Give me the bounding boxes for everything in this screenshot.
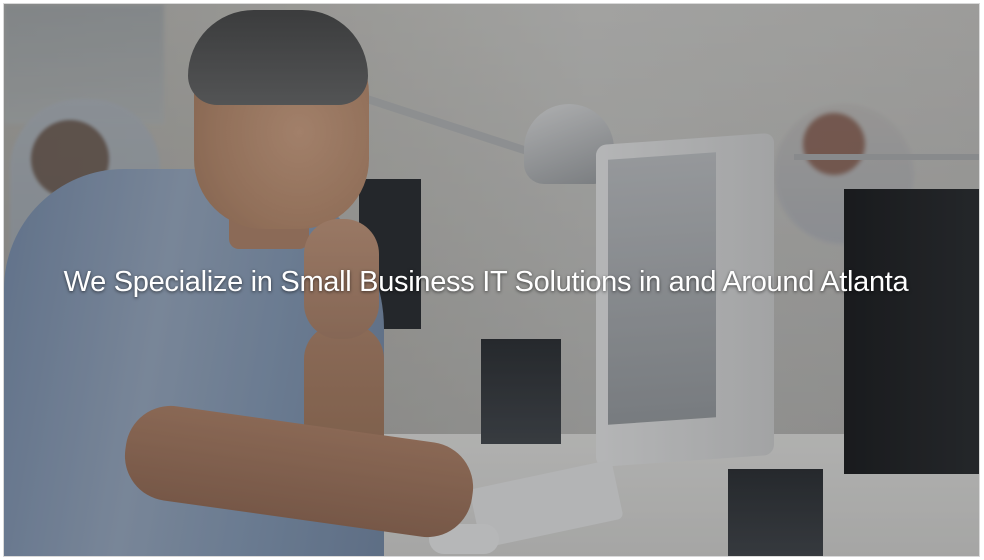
man-hair xyxy=(188,10,368,105)
hero-headline: We Specialize in Small Business IT Solut… xyxy=(63,266,909,298)
pen-holder-right xyxy=(728,469,823,556)
man-hand-on-chin xyxy=(304,219,379,339)
hero-background-photo xyxy=(4,4,979,556)
dark-monitor-right xyxy=(844,189,979,474)
pen-holder-left xyxy=(481,339,561,444)
desk-lamp-arm-right xyxy=(794,154,979,160)
hero-dark-overlay xyxy=(4,4,979,556)
hero-banner: We Specialize in Small Business IT Solut… xyxy=(3,3,980,557)
